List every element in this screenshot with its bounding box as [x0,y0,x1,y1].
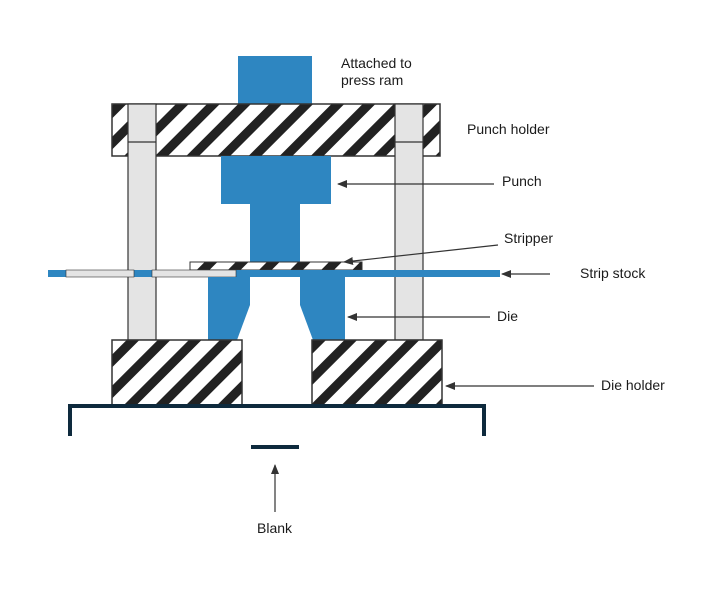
stripper-label: Stripper [504,230,554,246]
attached-label: Attached to press ram [341,55,412,89]
strip-stock-hole-2 [151,269,237,278]
guide-post-right [394,103,424,341]
strip-stock-label: Strip stock [580,265,646,281]
die-holder-left [111,339,243,407]
strip-stock [48,270,500,277]
blank-part [251,445,299,449]
die-right [300,277,345,340]
die-holder-right [311,339,443,407]
punch-label: Punch [502,173,542,189]
die-left [208,277,250,340]
die-label: Die [497,308,519,324]
attached-label-line1: Attached to [341,55,412,71]
punch [221,156,331,265]
blank-label: Blank [257,520,293,536]
stripper-plate [189,261,363,271]
strip-stock-hole-1 [65,269,135,278]
ram-attachment [238,56,312,104]
die-holder-label: Die holder [601,377,665,393]
punch-holder-label: Punch holder [467,121,550,137]
stripper-arrow [343,244,499,265]
press-bed [68,404,486,436]
attached-label-line2: press ram [341,72,404,88]
guide-post-left [127,103,157,341]
punch-holder [111,103,441,157]
